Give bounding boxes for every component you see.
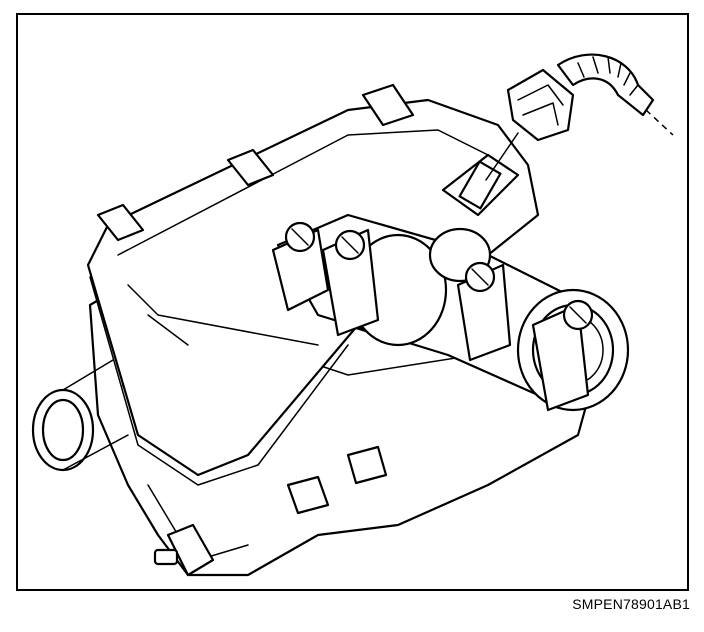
housing-foot-left (166, 523, 215, 577)
cover-tab-1 (96, 203, 145, 242)
wiring-harness (556, 53, 655, 117)
figure-code: SMPEN78901AB1 (572, 596, 690, 612)
connector-detail (517, 84, 564, 126)
air-cleaner-assembly-drawing (31, 53, 674, 577)
housing-foot-right (346, 445, 388, 485)
inlet-tube-body (62, 359, 129, 471)
inlet-tube-inner (41, 398, 85, 462)
cover-tab-2 (226, 148, 275, 187)
illustration-frame (16, 13, 689, 591)
hose-clamp-4 (531, 299, 594, 412)
connector-guide-line (485, 132, 519, 181)
drain-nipple (153, 548, 179, 566)
hose-clamp-3 (456, 261, 512, 362)
housing-foot-mid (286, 475, 330, 515)
cover-rim (89, 276, 349, 486)
cover-panel (117, 129, 489, 346)
cover-tab-3 (361, 83, 415, 127)
harness-dashed-line (645, 109, 674, 136)
hose-clamp-2 (321, 228, 380, 337)
hose-clamp-1 (271, 221, 330, 312)
harness-wrap-lines (577, 56, 639, 96)
